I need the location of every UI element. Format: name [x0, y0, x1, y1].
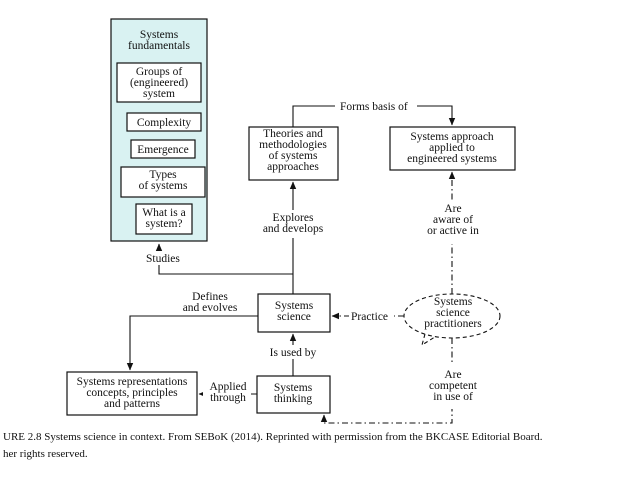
label-line: Practice	[351, 311, 388, 323]
practice-label: Practice	[351, 311, 388, 323]
label-line: Defines	[192, 291, 228, 303]
forms-basis-label: Forms basis of	[340, 101, 408, 113]
label-line: Systems	[275, 300, 314, 312]
label-line: and develops	[263, 223, 324, 235]
systems-science-node	[257, 293, 331, 333]
studies-label: Studies	[146, 253, 180, 265]
label-line: or active in	[427, 225, 479, 237]
fundamentals-item-groups	[116, 62, 202, 103]
label-line: of systems	[139, 180, 188, 192]
label-line: Is used by	[270, 347, 317, 359]
caption-line-1: URE 2.8 Systems science in context. From…	[3, 431, 543, 443]
is-used-by-label: Is used by	[270, 347, 317, 359]
label-line: science	[277, 311, 311, 323]
label-line: Systems representations	[77, 376, 188, 388]
label-line: concepts, principles	[86, 387, 178, 399]
systems-thinking-node	[256, 375, 331, 414]
label-line: applied to	[429, 142, 475, 154]
emergence-label: Emergence	[137, 144, 189, 156]
label-line: thinking	[274, 393, 313, 405]
label-line: Groups of	[136, 66, 182, 78]
label-line: engineered systems	[407, 153, 497, 165]
label-line: Are	[444, 203, 461, 215]
label-line: system	[143, 88, 175, 100]
label-line: system?	[145, 218, 182, 230]
label-line: competent	[429, 380, 478, 392]
label-line: (engineered)	[130, 77, 188, 89]
label-line: and evolves	[183, 302, 238, 314]
label-line: Emergence	[137, 144, 189, 156]
systems-representations-node	[66, 371, 198, 416]
label-line: in use of	[433, 391, 473, 403]
label-line: What is a	[142, 207, 185, 219]
label-line: Complexity	[137, 117, 192, 129]
label-line: and patterns	[104, 398, 160, 410]
complexity-label: Complexity	[137, 117, 192, 129]
label-line: Systems approach	[410, 131, 494, 143]
theories-node	[248, 126, 339, 181]
label-line: Studies	[146, 253, 180, 265]
label-line: Forms basis of	[340, 101, 408, 113]
caption-line-2: her rights reserved.	[3, 448, 88, 460]
label-line: Systems	[274, 382, 313, 394]
groups-label: Groups of(engineered)system	[130, 66, 188, 100]
label-line: through	[210, 392, 246, 404]
fundamentals-item-types	[120, 166, 206, 198]
label-line: Explores	[273, 212, 314, 224]
label-line: of systems	[269, 150, 318, 162]
label-line: Types	[149, 169, 177, 181]
label-line: approaches	[267, 161, 319, 173]
label-line: fundamentals	[128, 40, 190, 52]
fundamentals-item-complexity	[126, 112, 202, 132]
label-line: Applied	[209, 381, 246, 393]
fundamentals-item-emergence	[130, 139, 196, 159]
label-line: Systems	[434, 296, 473, 308]
label-line: Are	[444, 369, 461, 381]
label-line: methodologies	[259, 139, 327, 151]
label-line: practitioners	[424, 318, 482, 330]
defines-arrow	[126, 315, 258, 371]
label-line: Theories and	[263, 128, 323, 140]
label-line: aware of	[433, 214, 473, 226]
fundamentals-item-what-is	[135, 203, 193, 235]
systems-approach-node	[389, 126, 516, 171]
label-line: Systems	[140, 29, 179, 41]
label-line: science	[436, 307, 470, 319]
